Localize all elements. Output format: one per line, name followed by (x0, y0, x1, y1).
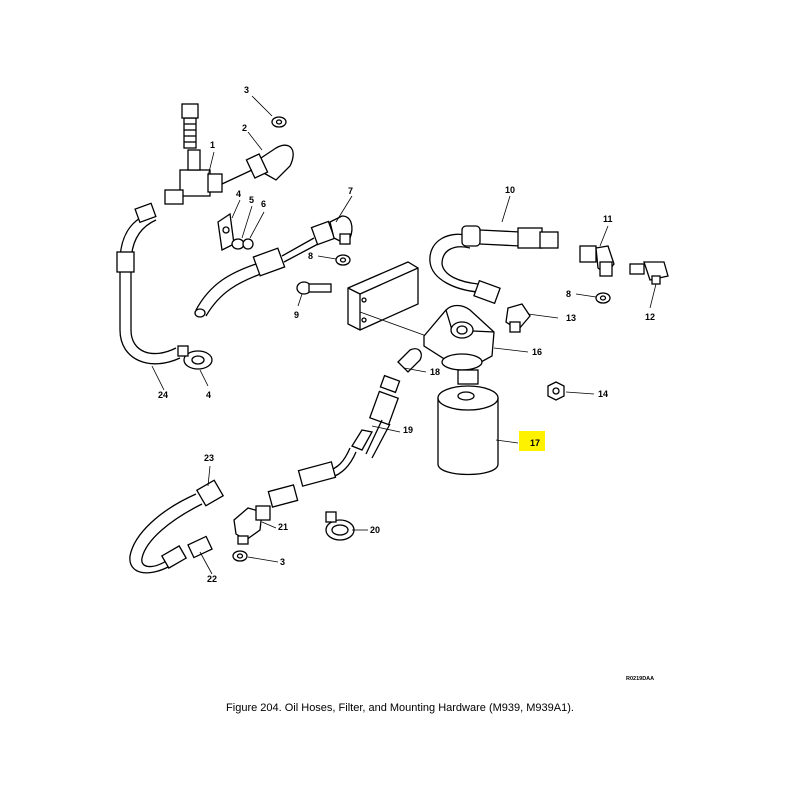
valve-12 (629, 261, 669, 285)
figure-id-code: R0219DAA (626, 676, 655, 682)
elbow-2 (221, 144, 294, 185)
fitting-18 (397, 348, 422, 373)
callout-20: 20 (370, 525, 380, 535)
nut-14 (547, 381, 565, 401)
callout-22: 22 (207, 574, 217, 584)
callout-23: 23 (204, 453, 214, 463)
callout-4: 4 (236, 189, 241, 199)
clamp-20 (325, 511, 355, 541)
elbow-7 (310, 215, 353, 246)
callout-17: 17 (530, 438, 540, 448)
callout-7: 7 (348, 186, 353, 196)
callout-3: 3 (244, 85, 249, 95)
highlight-marker-17 (519, 431, 545, 451)
callout-18: 18 (430, 367, 440, 377)
nut-5 (231, 238, 245, 250)
callout-9: 9 (294, 310, 299, 320)
callout-4b: 4 (206, 390, 211, 400)
adapter-1 (164, 103, 223, 205)
callout-1: 1 (210, 140, 215, 150)
elbow-21 (233, 505, 271, 545)
elbow-13 (505, 303, 531, 333)
callout-12: 12 (645, 312, 655, 322)
hose-upper-middle (194, 237, 319, 318)
hose-19 (297, 374, 401, 487)
callout-labels: 1 2 3 4 5 6 7 8 9 10 11 12 8 13 16 14 18… (158, 85, 655, 584)
callout-5: 5 (249, 195, 254, 205)
washer-8-left (335, 254, 351, 266)
callout-3b: 3 (280, 557, 285, 567)
callout-16: 16 (532, 347, 542, 357)
callout-8b: 8 (566, 289, 571, 299)
leader-lines (151, 95, 657, 575)
filter-head-16 (423, 304, 495, 371)
washer-3-top (271, 116, 287, 128)
washer-8-right (595, 292, 611, 304)
callout-2: 2 (242, 123, 247, 133)
hose-10 (429, 225, 559, 305)
callout-6: 6 (261, 199, 266, 209)
washer-6 (242, 238, 254, 250)
callout-8: 8 (308, 251, 313, 261)
callout-19: 19 (403, 425, 413, 435)
mounting-bracket (347, 261, 419, 331)
callout-14: 14 (598, 389, 608, 399)
washer-3-lower (232, 550, 248, 562)
oil-filter-17 (437, 369, 499, 476)
fitting-22 (187, 535, 213, 559)
adapter-11 (579, 245, 615, 277)
hose-24 (116, 202, 181, 365)
callout-24: 24 (158, 390, 168, 400)
figure-caption: Figure 204. Oil Hoses, Filter, and Mount… (226, 702, 574, 714)
callout-13: 13 (566, 313, 576, 323)
callout-21: 21 (278, 522, 288, 532)
hose-23 (129, 479, 299, 574)
callout-11: 11 (603, 214, 613, 224)
callout-10: 10 (505, 185, 515, 195)
bolt-9 (296, 281, 332, 295)
clamp-4-lower (177, 345, 213, 370)
